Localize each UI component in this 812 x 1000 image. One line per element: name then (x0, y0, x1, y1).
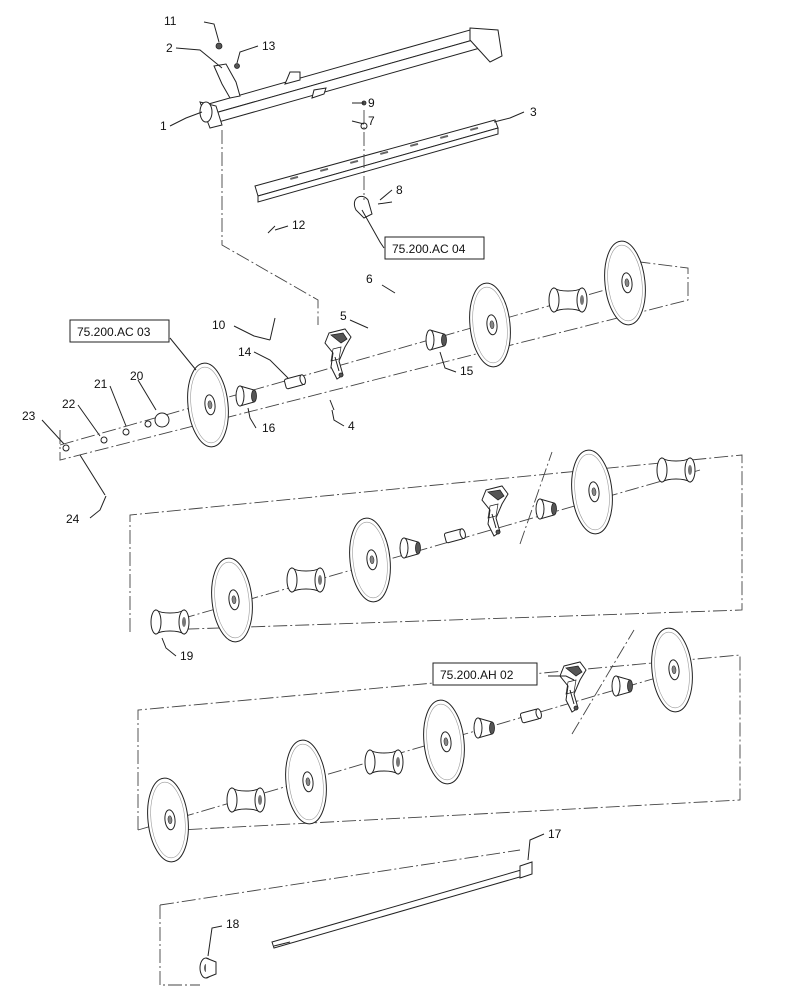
callout-4: 4 (348, 419, 355, 433)
callout-13: 13 (262, 39, 276, 53)
axle-assembly-2 (129, 447, 743, 645)
callout-23: 23 (22, 409, 36, 423)
callout-14: 14 (238, 345, 252, 359)
leader-lines (41, 21, 575, 957)
callout-18: 18 (226, 917, 240, 931)
ref-box-75-200-ac-03[interactable]: 75.200.AC 03 (69, 319, 170, 343)
callout-12: 12 (292, 218, 306, 232)
callout-2: 2 (166, 41, 173, 55)
callout-5: 5 (340, 309, 347, 323)
axle-assembly-1 (59, 238, 689, 496)
callout-11: 11 (164, 14, 177, 28)
ref-box-75-200-ac-04[interactable]: 75.200.AC 04 (384, 236, 485, 260)
callout-8: 8 (396, 183, 403, 197)
callout-6: 6 (366, 272, 373, 286)
callout-3: 3 (530, 105, 537, 119)
axle-assembly-3 (137, 625, 741, 865)
callout-19: 19 (180, 649, 194, 663)
frame-link-line (221, 130, 319, 325)
callout-20: 20 (130, 369, 144, 383)
callout-17: 17 (548, 827, 562, 841)
ref-label-ac04: 75.200.AC 04 (392, 242, 466, 256)
ref-label-ah02: 75.200.AH 02 (440, 668, 514, 682)
callout-15: 15 (460, 364, 474, 378)
callout-10: 10 (212, 318, 226, 332)
callout-labels: 11 2 13 1 9 7 3 8 12 6 5 10 14 15 20 21 … (22, 14, 562, 931)
main-frame (199, 27, 503, 129)
square-shaft (159, 849, 533, 986)
callout-22: 22 (62, 397, 76, 411)
ref-label-ac03: 75.200.AC 03 (77, 325, 151, 339)
callout-7: 7 (368, 114, 375, 128)
callout-16: 16 (262, 421, 276, 435)
callout-21: 21 (94, 377, 108, 391)
ref-box-75-200-ah-02[interactable]: 75.200.AH 02 (432, 662, 538, 686)
callout-1: 1 (160, 119, 167, 133)
callout-24: 24 (66, 512, 80, 526)
callout-9: 9 (368, 96, 375, 110)
adjust-strip (254, 100, 499, 234)
